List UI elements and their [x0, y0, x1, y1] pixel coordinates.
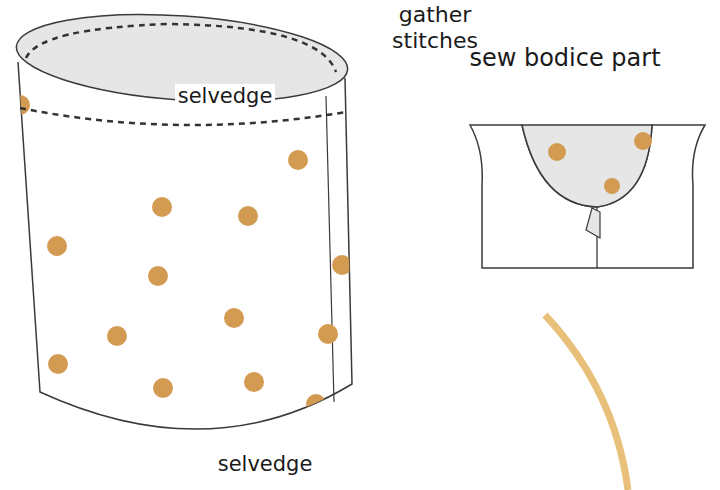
gather-stitch-line [26, 24, 336, 72]
polka-dots [10, 95, 352, 450]
fabric-tube [18, 62, 352, 429]
annotation-label: selvedge [175, 84, 276, 109]
annotation-label: selvedge [215, 452, 316, 477]
bias-strip [545, 315, 628, 490]
gather-stitch-line [20, 108, 346, 125]
tube-opening [13, 5, 350, 112]
bodice-lining [522, 125, 652, 207]
side-seam [326, 96, 334, 402]
bodice-dots [548, 132, 652, 194]
bodice-outline [470, 125, 705, 268]
annotation-label: sew bodice part [462, 44, 668, 73]
folded-facing [586, 208, 600, 238]
